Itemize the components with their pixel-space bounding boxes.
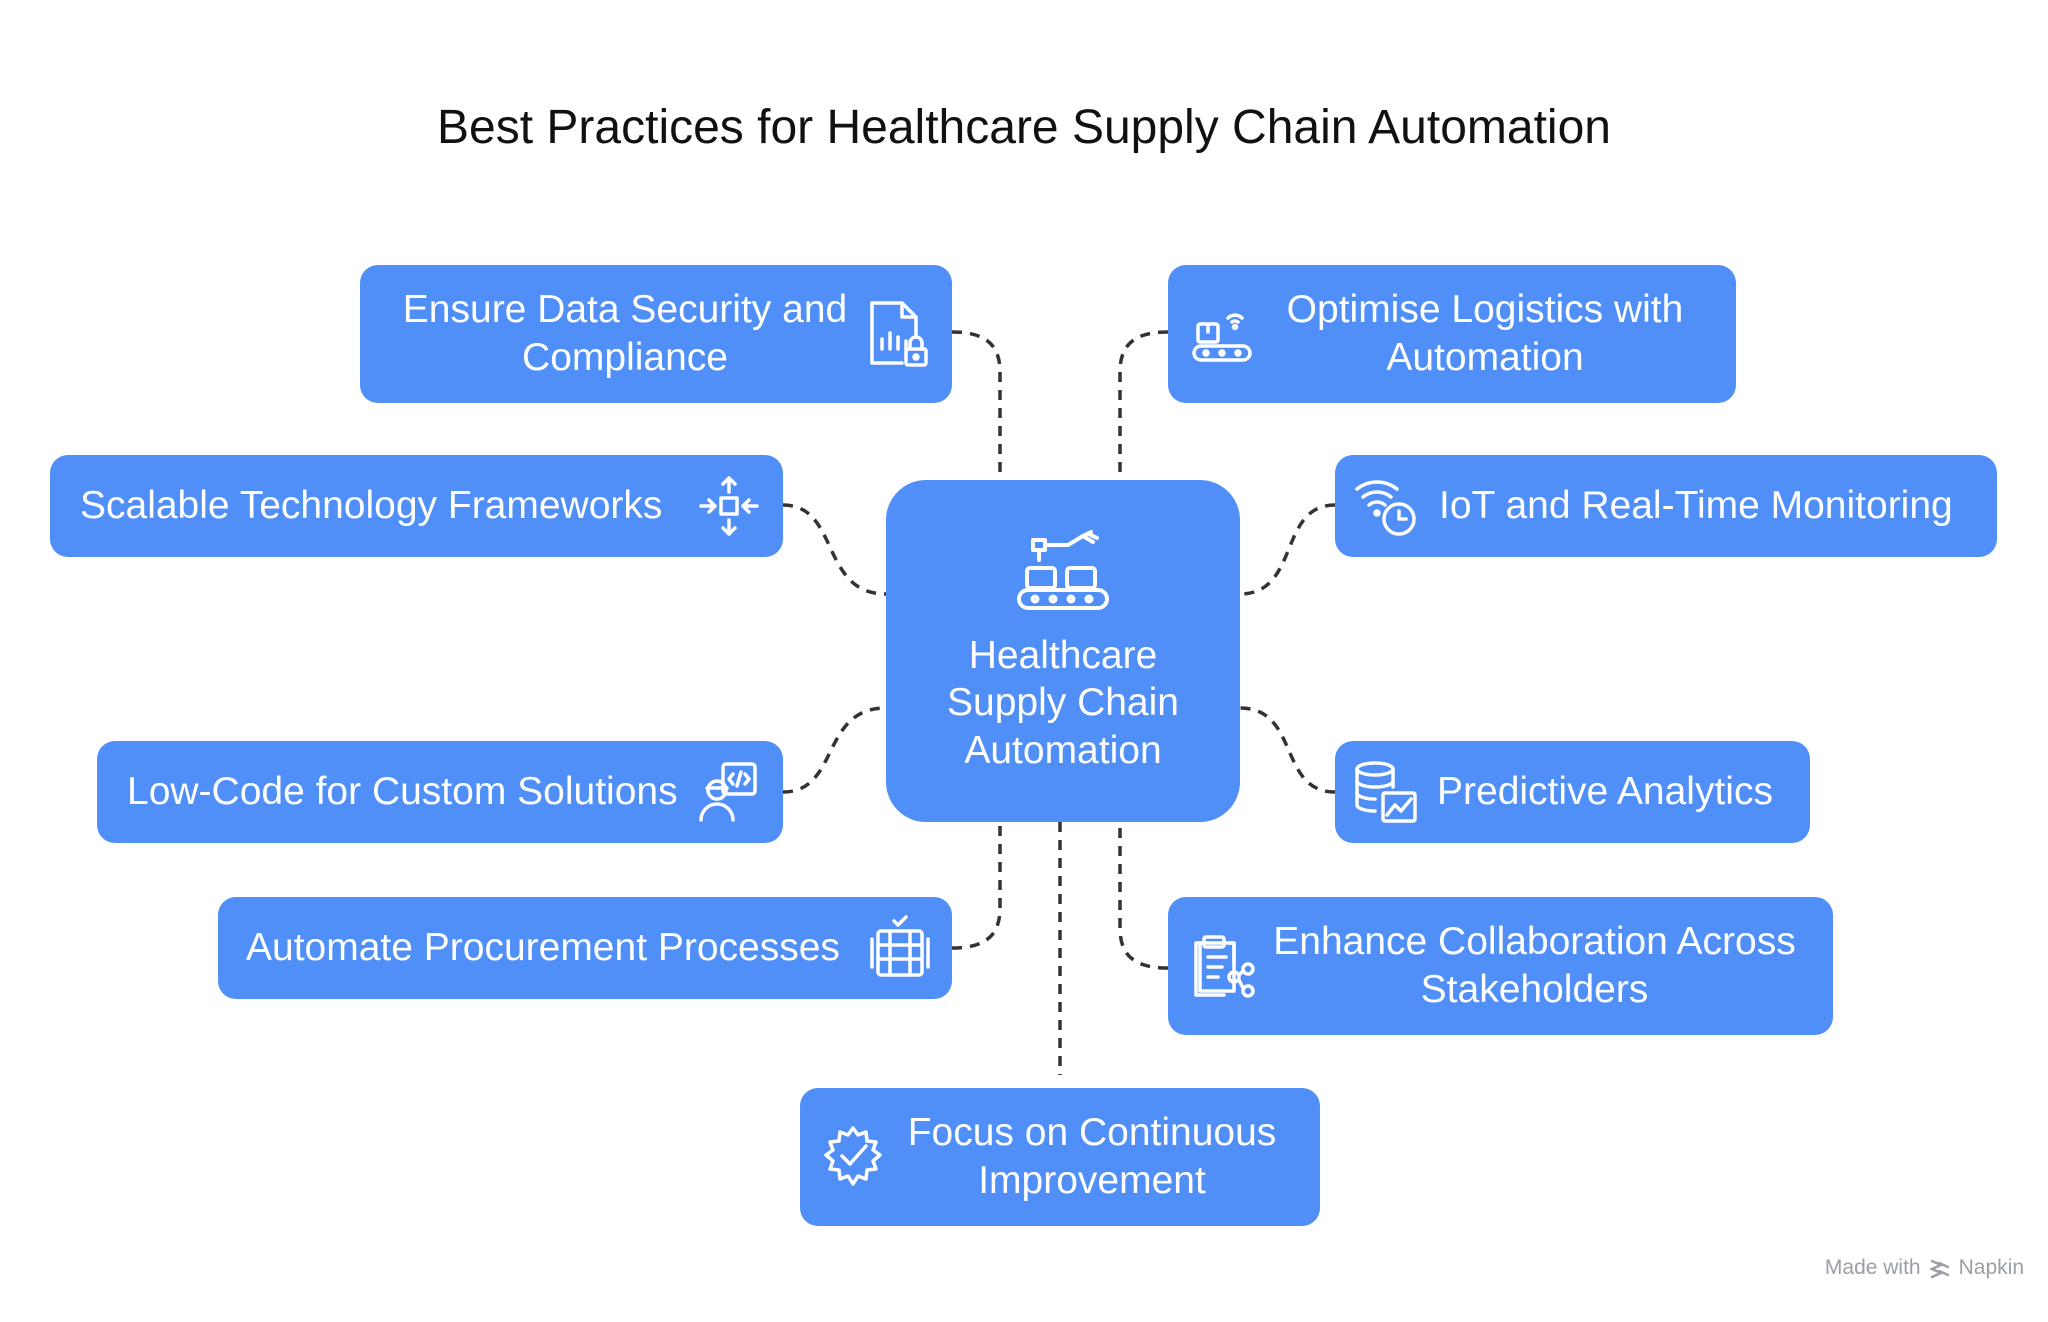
footer-brand: Napkin <box>1958 1256 2024 1279</box>
node-data-security: Ensure Data Security and Compliance <box>360 265 952 403</box>
diagram-title: Best Practices for Healthcare Supply Cha… <box>437 101 1611 154</box>
napkin-logo-icon <box>1928 1259 1949 1279</box>
made-with-napkin[interactable]: Made with Napkin <box>1825 1256 2024 1280</box>
node-predictive: Predictive Analytics <box>1335 741 1810 843</box>
node-iot: IoT and Real-Time Monitoring <box>1335 455 1997 557</box>
center-node: Healthcare Supply Chain Automation <box>886 480 1240 822</box>
clipboard-share-icon <box>1190 933 1256 999</box>
checklist-clipboard-icon <box>868 915 932 981</box>
node-label: Enhance Collaboration Across Stakeholder… <box>1273 920 1796 1011</box>
node-label: Scalable Technology Frameworks <box>80 484 663 528</box>
node-collaboration: Enhance Collaboration Across Stakeholder… <box>1168 897 1833 1035</box>
robot-arm-conveyor-icon <box>1017 529 1109 610</box>
connector-collaboration <box>1118 822 1169 970</box>
arrows-expand-icon <box>697 474 761 538</box>
database-chart-icon <box>1353 759 1419 825</box>
node-label: Predictive Analytics <box>1437 770 1773 814</box>
connector-logistics <box>1118 330 1169 480</box>
wifi-clock-icon <box>1353 473 1419 539</box>
document-chart-lock-icon <box>866 299 932 369</box>
connector-data-security <box>951 330 1002 480</box>
node-label: Optimise Logistics with Automation <box>1286 288 1684 379</box>
connector-predictive <box>1239 706 1336 794</box>
node-procurement: Automate Procurement Processes <box>218 897 952 999</box>
connector-low-code <box>782 706 887 794</box>
gear-check-icon <box>820 1124 886 1190</box>
node-label: Ensure Data Security and Compliance <box>402 288 848 379</box>
developer-code-icon <box>697 760 761 824</box>
conveyor-wifi-icon <box>1190 304 1254 364</box>
node-label: Low-Code for Custom Solutions <box>127 770 678 814</box>
center-label: Healthcare Supply Chain Automation <box>947 633 1179 772</box>
node-low-code: Low-Code for Custom Solutions <box>97 741 783 843</box>
connector-procurement <box>951 822 1002 950</box>
node-logistics: Optimise Logistics with Automation <box>1168 265 1736 403</box>
node-label: Automate Procurement Processes <box>246 926 840 970</box>
node-improvement: Focus on Continuous Improvement <box>800 1088 1320 1226</box>
connector-scalable <box>782 503 887 596</box>
node-scalable: Scalable Technology Frameworks <box>50 455 783 557</box>
footer-prefix: Made with <box>1824 1256 1921 1279</box>
node-label: Focus on Continuous Improvement <box>907 1111 1277 1202</box>
connector-iot <box>1239 503 1336 596</box>
node-label: IoT and Real-Time Monitoring <box>1439 484 1953 528</box>
